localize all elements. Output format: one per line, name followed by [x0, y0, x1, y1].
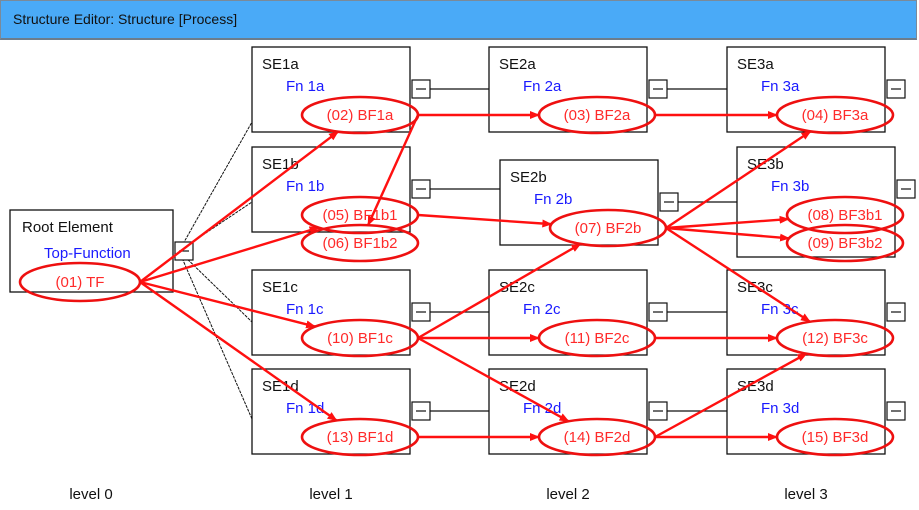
function-flow-arrow	[366, 114, 420, 227]
structure-element-se2c[interactable]: SE2c Fn 2c(11) BF2c	[488, 269, 648, 356]
function-name: Fn 3a	[761, 78, 800, 95]
function-name: Fn 2c	[523, 301, 561, 318]
function-name: Fn 2b	[534, 191, 572, 208]
basic-function-ellipse[interactable]	[785, 195, 905, 235]
collapse-toggle-se1b[interactable]	[411, 179, 431, 199]
function-name: Top-Function	[44, 245, 131, 262]
element-name: SE1d	[262, 378, 299, 395]
element-name: SE2c	[499, 279, 535, 296]
tree-link	[178, 121, 253, 252]
function-flow-arrow	[139, 226, 320, 284]
function-name: Fn 2a	[523, 78, 562, 95]
basic-function-ellipse[interactable]	[785, 223, 905, 263]
basic-function-label: (01) TF	[56, 274, 105, 291]
function-flow-arrow	[665, 130, 812, 229]
basic-function-ellipse[interactable]	[300, 95, 420, 135]
basic-function-label: (11) BF2c	[565, 330, 630, 347]
basic-function-ellipse[interactable]	[537, 417, 657, 457]
basic-function-label: (14) BF2d	[564, 429, 631, 446]
basic-function-label: (03) BF2a	[564, 107, 631, 124]
level-label: level 3	[784, 486, 827, 503]
function-name: Fn 3c	[761, 301, 799, 318]
element-name: SE1a	[262, 56, 299, 73]
basic-function-label: (04) BF3a	[802, 107, 869, 124]
window-title-bar: Structure Editor: Structure [Process]	[0, 0, 917, 40]
basic-function-label: (06) BF1b2	[322, 235, 397, 252]
basic-function-label: (07) BF2b	[575, 220, 642, 237]
basic-function-ellipse[interactable]	[775, 318, 895, 358]
function-flow-arrow	[139, 280, 317, 329]
function-flow-arrow	[417, 213, 553, 228]
function-flow-arrow	[665, 226, 791, 242]
basic-function-ellipse[interactable]	[775, 417, 895, 457]
function-name: Fn 1b	[286, 178, 324, 195]
collapse-toggle-se2c[interactable]	[648, 302, 668, 322]
structure-element-se1a[interactable]: SE1a Fn 1a(02) BF1a	[251, 46, 411, 133]
basic-function-ellipse[interactable]	[300, 417, 420, 457]
basic-function-label: (13) BF1d	[327, 429, 394, 446]
function-flow-arrow	[139, 281, 338, 422]
level-label: level 1	[309, 486, 352, 503]
basic-function-ellipse[interactable]	[300, 223, 420, 263]
function-flow-arrow	[665, 215, 790, 230]
structure-element-se1c[interactable]: SE1c Fn 1c(10) BF1c	[251, 269, 411, 356]
function-name: Fn 1c	[286, 301, 324, 318]
function-name: Fn 3d	[761, 400, 799, 417]
collapse-toggle-se3b[interactable]	[896, 179, 916, 199]
level-label: level 0	[69, 486, 112, 503]
collapse-toggle-se1d[interactable]	[411, 401, 431, 421]
basic-function-ellipse[interactable]	[300, 195, 420, 235]
element-name: SE2b	[510, 169, 547, 186]
function-name: Fn 3b	[771, 178, 809, 195]
function-flow-arrow	[139, 130, 339, 283]
function-name: Fn 1a	[286, 78, 325, 95]
collapse-toggle-se1a[interactable]	[411, 79, 431, 99]
collapse-toggle-se3a[interactable]	[886, 79, 906, 99]
element-name: SE3a	[737, 56, 774, 73]
basic-function-label: (08) BF3b1	[807, 207, 882, 224]
basic-function-ellipse[interactable]	[537, 318, 657, 358]
basic-function-label: (02) BF1a	[327, 107, 394, 124]
structure-element-se3d[interactable]: SE3d Fn 3d(15) BF3d	[726, 368, 886, 455]
element-name: SE2a	[499, 56, 536, 73]
collapse-toggle-se2b[interactable]	[659, 192, 679, 212]
basic-function-ellipse[interactable]	[537, 95, 657, 135]
collapse-toggle-se1c[interactable]	[411, 302, 431, 322]
basic-function-label: (09) BF3b2	[807, 235, 882, 252]
basic-function-label: (10) BF1c	[327, 330, 393, 347]
basic-function-ellipse[interactable]	[548, 208, 668, 248]
function-flow-arrow	[665, 226, 811, 323]
element-name: Root Element	[22, 219, 114, 236]
function-flow-arrow	[417, 336, 570, 423]
structure-element-se2b[interactable]: SE2b Fn 2b(07) BF2b	[499, 159, 659, 246]
basic-function-label: (12) BF3c	[802, 330, 868, 347]
structure-element-se3a[interactable]: SE3a Fn 3a(04) BF3a	[726, 46, 886, 133]
structure-element-se2a[interactable]: SE2a Fn 2a(03) BF2a	[488, 46, 648, 133]
basic-function-ellipse[interactable]	[775, 95, 895, 135]
collapse-toggle-se2a[interactable]	[648, 79, 668, 99]
element-name: SE2d	[499, 378, 536, 395]
collapse-toggle-se3d[interactable]	[886, 401, 906, 421]
collapse-toggle-se3c[interactable]	[886, 302, 906, 322]
level-label: level 2	[546, 486, 589, 503]
collapse-toggle-se2d[interactable]	[648, 401, 668, 421]
basic-function-ellipse[interactable]	[300, 318, 420, 358]
tree-link	[178, 250, 253, 323]
window-title: Structure Editor: Structure [Process]	[13, 11, 238, 27]
element-name: SE3d	[737, 378, 774, 395]
tree-link	[178, 250, 253, 420]
function-flow-arrow	[654, 352, 808, 439]
basic-function-ellipse[interactable]	[18, 261, 142, 303]
basic-function-label: (15) BF3d	[802, 429, 869, 446]
element-name: SE1c	[262, 279, 298, 296]
basic-function-label: (05) BF1b1	[322, 207, 397, 224]
function-flow-arrow	[417, 242, 582, 340]
